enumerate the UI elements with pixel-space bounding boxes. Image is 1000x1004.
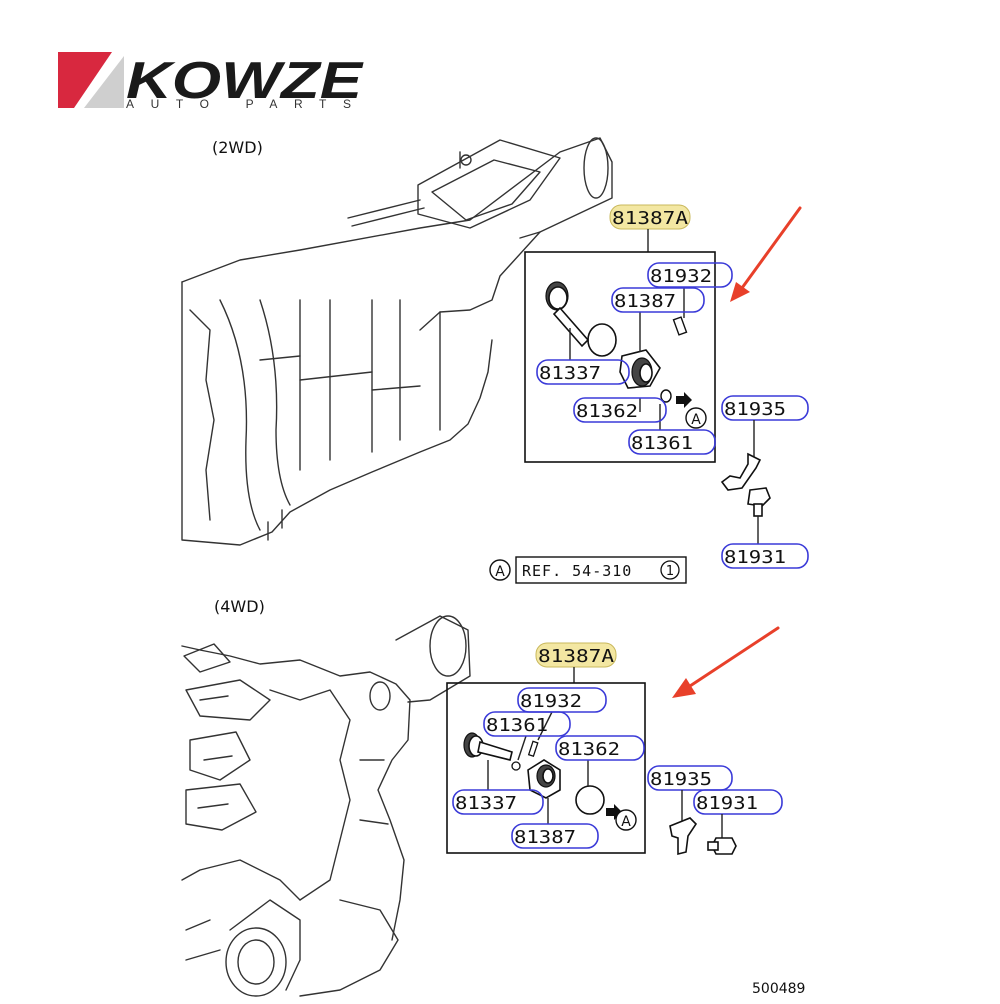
logo-emblem-red xyxy=(58,52,112,108)
assembly-frame-2wd xyxy=(524,251,716,463)
svg-text:81932: 81932 xyxy=(650,266,712,287)
red-arrow-4wd xyxy=(672,626,780,698)
svg-text:A: A xyxy=(495,564,505,580)
callout-81362-2wd[interactable]: 81362 xyxy=(573,397,667,423)
callout-81931-2wd[interactable]: 81931 xyxy=(721,543,809,569)
brand-name: KOWZE xyxy=(126,52,364,110)
svg-text:81935: 81935 xyxy=(650,769,712,790)
svg-text:81931: 81931 xyxy=(724,547,786,568)
svg-text:81935: 81935 xyxy=(724,399,786,420)
svg-text:81387: 81387 xyxy=(514,827,576,848)
pointer-arrow-2wd xyxy=(676,392,692,408)
bolt-2wd xyxy=(747,487,771,517)
svg-text:A: A xyxy=(691,412,701,428)
figure-number: 500489 xyxy=(752,981,805,997)
assembly-callout-4wd[interactable]: 81387A xyxy=(535,642,617,668)
svg-text:81361: 81361 xyxy=(631,433,693,454)
lock-plate-4wd xyxy=(669,817,698,856)
svg-text:81932: 81932 xyxy=(520,691,582,712)
svg-text:81362: 81362 xyxy=(576,401,638,422)
o-ring-small-4wd xyxy=(511,761,521,771)
transfer-drawing-4wd xyxy=(181,615,471,997)
pin-2wd xyxy=(672,316,688,336)
reference-note: A REF. 54-310 1 xyxy=(489,556,687,584)
lock-plate-2wd xyxy=(720,452,762,491)
callout-81362-4wd[interactable]: 81362 xyxy=(555,735,645,761)
assembly-callout-2wd[interactable]: 81387A xyxy=(609,204,691,230)
svg-text:81387A: 81387A xyxy=(538,646,614,667)
sleeve-2wd xyxy=(619,349,661,389)
callout-81932-4wd[interactable]: 81932 xyxy=(517,687,607,713)
svg-text:81362: 81362 xyxy=(558,739,620,760)
callout-81387-2wd[interactable]: 81387 xyxy=(611,287,705,313)
callout-81932-2wd[interactable]: 81932 xyxy=(647,262,733,288)
o-ring-large-4wd xyxy=(575,785,605,815)
callout-81337-2wd[interactable]: 81337 xyxy=(536,359,630,385)
svg-text:81337: 81337 xyxy=(539,363,601,384)
svg-text:1: 1 xyxy=(666,564,674,579)
callout-81935-4wd[interactable]: 81935 xyxy=(647,765,733,791)
svg-text:81361: 81361 xyxy=(486,715,548,736)
svg-text:81387A: 81387A xyxy=(612,208,688,229)
callout-81361-2wd[interactable]: 81361 xyxy=(628,429,716,455)
o-ring-2wd xyxy=(587,323,617,357)
drive-gear-4wd xyxy=(463,732,513,761)
callout-81361-4wd[interactable]: 81361 xyxy=(483,711,571,737)
brand-logo: KOWZE AUTO PARTS xyxy=(58,52,364,111)
pin-4wd xyxy=(527,740,539,758)
brand-tagline: AUTO PARTS xyxy=(126,97,362,111)
transmission-drawing-2wd xyxy=(181,137,613,546)
svg-text:81337: 81337 xyxy=(455,793,517,814)
section-title-2wd: (2WD) xyxy=(212,138,263,157)
callout-81935-2wd[interactable]: 81935 xyxy=(721,395,809,421)
logo-emblem-dark xyxy=(84,56,124,108)
assembly-frame-4wd xyxy=(446,682,646,854)
drive-gear-2wd xyxy=(545,281,590,348)
svg-text:81931: 81931 xyxy=(696,793,758,814)
callout-81387-4wd[interactable]: 81387 xyxy=(511,823,599,849)
section-title-4wd: (4WD) xyxy=(214,597,265,616)
seal-2wd xyxy=(660,389,672,403)
sleeve-4wd xyxy=(527,759,561,799)
bolt-4wd xyxy=(707,837,737,855)
svg-text:A: A xyxy=(621,814,631,830)
callout-81931-4wd[interactable]: 81931 xyxy=(693,789,783,815)
callout-81337-4wd[interactable]: 81337 xyxy=(452,789,544,815)
ref-marker-4wd: A xyxy=(615,809,637,831)
red-arrow-2wd xyxy=(730,206,802,302)
ref-marker-2wd: A xyxy=(685,407,707,429)
svg-text:81387: 81387 xyxy=(614,291,676,312)
svg-text:REF. 54-310: REF. 54-310 xyxy=(522,562,632,580)
